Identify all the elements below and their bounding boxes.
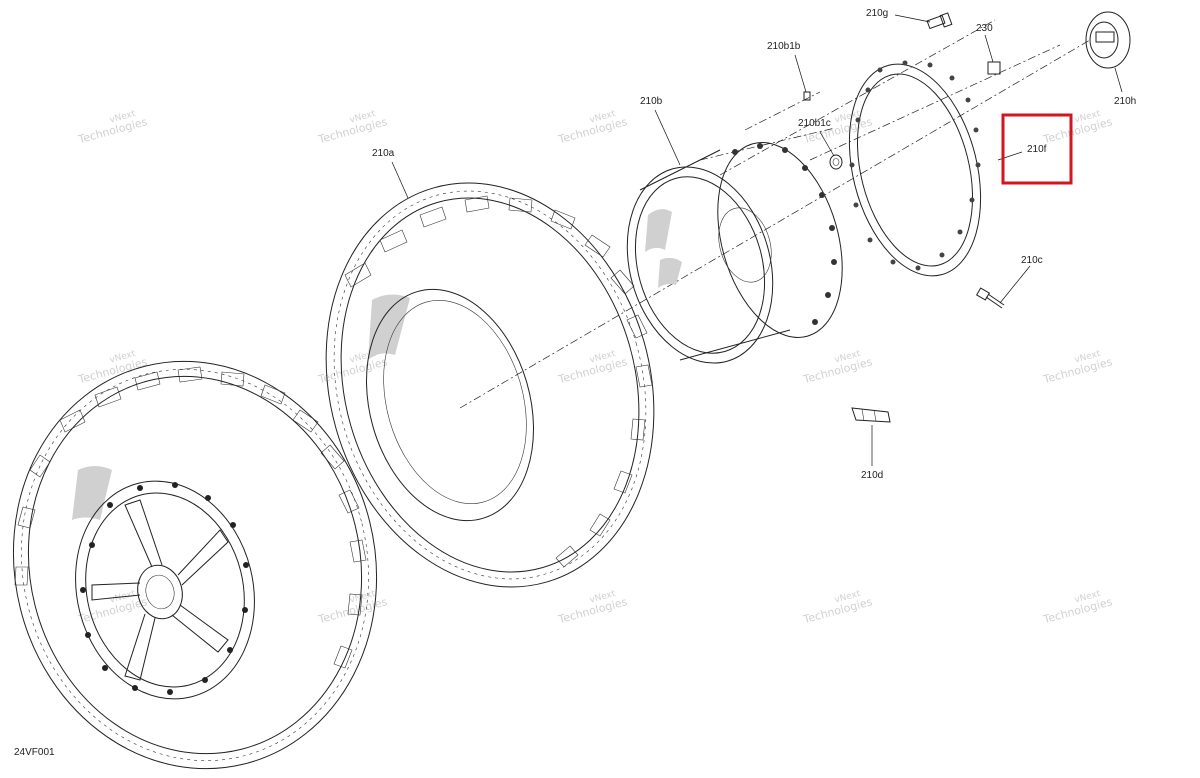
hardware-parts [803,11,1131,423]
weights-210d [851,407,891,423]
callout-230: 230 [976,23,993,34]
watermark: vNext Technologies [556,349,629,386]
grommet-210b1c [829,154,843,170]
watermark: vNext Technologies [556,109,629,146]
callout-210c: 210c [1021,255,1043,266]
watermark: vNext Technologies [801,589,874,626]
watermark: vNext Technologies [76,349,149,386]
watermark: vNext Technologies [556,589,629,626]
center-cap-210h [1085,11,1131,69]
callout-210b1c: 210b1c [798,118,831,129]
callout-210a: 210a [372,148,395,159]
callout-210b: 210b [640,96,663,107]
callout-210d: 210d [861,470,883,481]
callout-210f: 210f [1027,144,1047,155]
assembly-axis-lines [459,19,1091,409]
nut-230 [987,61,1001,75]
watermark: vNext Technologies [1041,109,1114,146]
tire-210a [325,182,655,588]
watermark: vNext Technologies [1041,349,1114,386]
assembled-wheel-front [12,360,378,770]
highlight-box-210f[interactable] [1001,113,1073,185]
callout-210g: 210g [866,8,888,19]
valve-210b1b [803,91,811,101]
watermark: vNext Technologies [801,349,874,386]
watermark: vNext Technologies [316,109,389,146]
bolt-210c [975,287,1005,309]
watermark: vNext Technologies [316,589,389,626]
watermark: vNext Technologies [76,109,149,146]
watermarks: vNext Technologies vNext Technologies vN… [76,109,1114,626]
bolt-210g [926,12,953,30]
callout-210b1b: 210b1b [767,41,801,52]
rim-210b [626,142,843,364]
callout-210h: 210h [1114,96,1136,107]
beadlock-ring-210f [848,60,982,277]
leader-lines [391,14,1123,466]
callout-labels: 210g 230 210b1b 210h 210b 210b1c 210f 21… [372,8,1136,481]
figure-code: 24VF001 [14,747,55,758]
watermark: vNext Technologies [1041,589,1114,626]
